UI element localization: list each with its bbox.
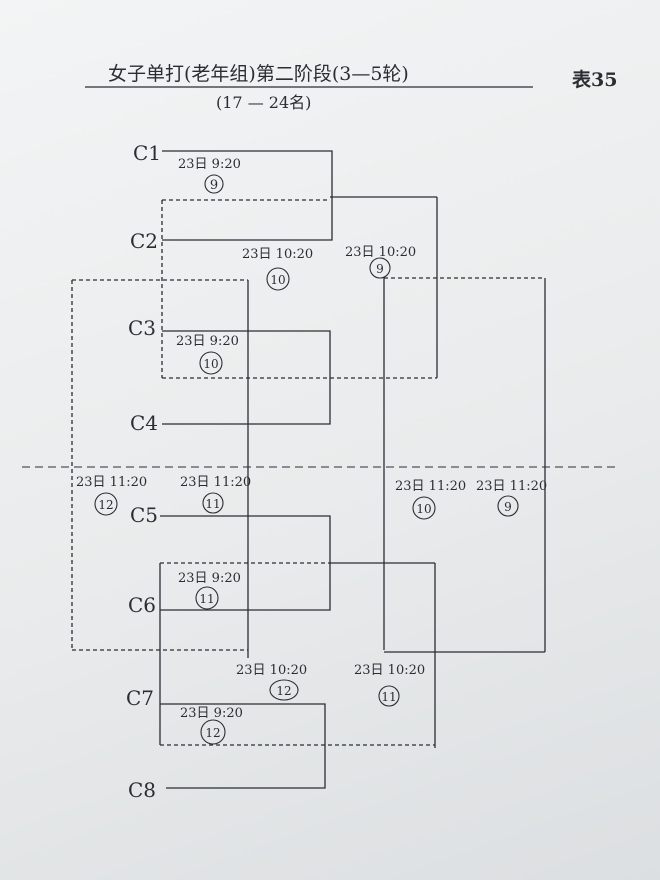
match-note: 23日 11:20 11 — [180, 475, 251, 514]
court-number: 11 — [199, 592, 214, 606]
match-time: 23日 11:20 — [180, 475, 251, 490]
match-note: 23日 9:20 12 — [180, 706, 243, 745]
match-note: 23日 11:20 12 — [76, 475, 147, 516]
player-label: C8 — [128, 778, 156, 802]
match-note: 23日 10:20 10 — [242, 247, 313, 291]
court-circle — [269, 679, 299, 701]
court-number: 11 — [205, 497, 220, 511]
match-time: 23日 11:20 — [76, 475, 147, 490]
court-number: 12 — [276, 684, 291, 698]
court-circle — [204, 174, 224, 194]
court-number: 11 — [381, 690, 396, 704]
court-number: 10 — [270, 273, 285, 287]
court-number: 10 — [203, 357, 218, 371]
match-time: 23日 9:20 — [178, 571, 241, 586]
sheet-subtitle: (17 — 24名) — [216, 93, 311, 112]
court-number: 10 — [416, 502, 431, 516]
court-circle — [266, 267, 290, 291]
player-label: C3 — [128, 316, 156, 340]
court-circle — [378, 685, 400, 707]
match-note: 23日 9:20 11 — [178, 571, 241, 610]
court-circle — [202, 492, 224, 514]
match-time: 23日 9:20 — [180, 706, 243, 721]
court-number: 9 — [504, 500, 512, 514]
player-label: C1 — [133, 141, 161, 165]
court-circle — [200, 719, 226, 745]
match-time: 23日 9:20 — [176, 334, 239, 349]
bracket-lines — [22, 150, 620, 789]
match-time: 23日 10:20 — [345, 245, 416, 260]
player-label: C5 — [130, 503, 158, 527]
match-time: 23日 9:20 — [178, 157, 241, 172]
player-label: C7 — [126, 686, 154, 710]
table-number: 表35 — [572, 68, 617, 91]
court-circle — [94, 492, 118, 516]
match-note: 23日 11:20 10 — [395, 479, 466, 520]
match-time: 23日 10:20 — [354, 663, 425, 678]
match-annotations: 23日 9:20 9 23日 9:20 10 23日 9:20 11 23日 9… — [76, 157, 547, 745]
sheet-title: 女子单打(老年组)第二阶段(3—5轮) — [108, 63, 409, 85]
court-circle — [412, 496, 436, 520]
player-label: C2 — [130, 229, 158, 253]
match-note: 23日 11:20 9 — [476, 479, 547, 517]
match-note: 23日 9:20 9 — [178, 157, 241, 194]
court-number: 9 — [376, 262, 384, 276]
court-circle — [199, 351, 223, 375]
match-time: 23日 10:20 — [236, 663, 307, 678]
court-circle — [195, 586, 219, 610]
match-time: 23日 11:20 — [476, 479, 547, 494]
player-label: C4 — [130, 411, 158, 435]
court-number: 12 — [98, 498, 113, 512]
court-number: 12 — [205, 726, 220, 740]
match-note: 23日 9:20 10 — [176, 334, 239, 375]
court-circle — [369, 257, 391, 279]
match-note: 23日 10:20 9 — [345, 245, 416, 279]
match-note: 23日 10:20 11 — [354, 663, 425, 707]
match-time: 23日 11:20 — [395, 479, 466, 494]
court-number: 9 — [210, 178, 218, 193]
match-note: 23日 10:20 12 — [236, 663, 307, 701]
match-time: 23日 10:20 — [242, 247, 313, 262]
player-label: C6 — [128, 593, 156, 617]
court-circle — [497, 495, 519, 517]
